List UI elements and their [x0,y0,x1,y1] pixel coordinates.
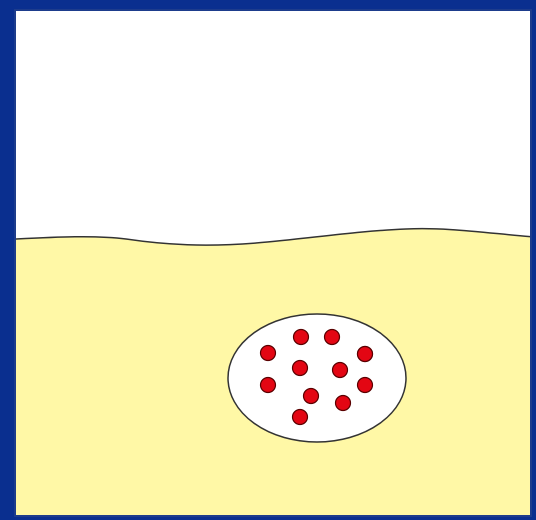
particle-dot [293,410,308,425]
particle-dot [358,347,373,362]
particle-dot [261,346,276,361]
cavity-ellipse [228,314,406,442]
particle-dot [261,378,276,393]
particle-dot [358,378,373,393]
particle-dot [325,330,340,345]
particle-dot [294,330,309,345]
particle-dot [336,396,351,411]
particle-dot [293,361,308,376]
diagram-canvas [16,11,532,517]
particle-dot [304,389,319,404]
particle-dot [333,363,348,378]
diagram-panel [14,9,532,517]
